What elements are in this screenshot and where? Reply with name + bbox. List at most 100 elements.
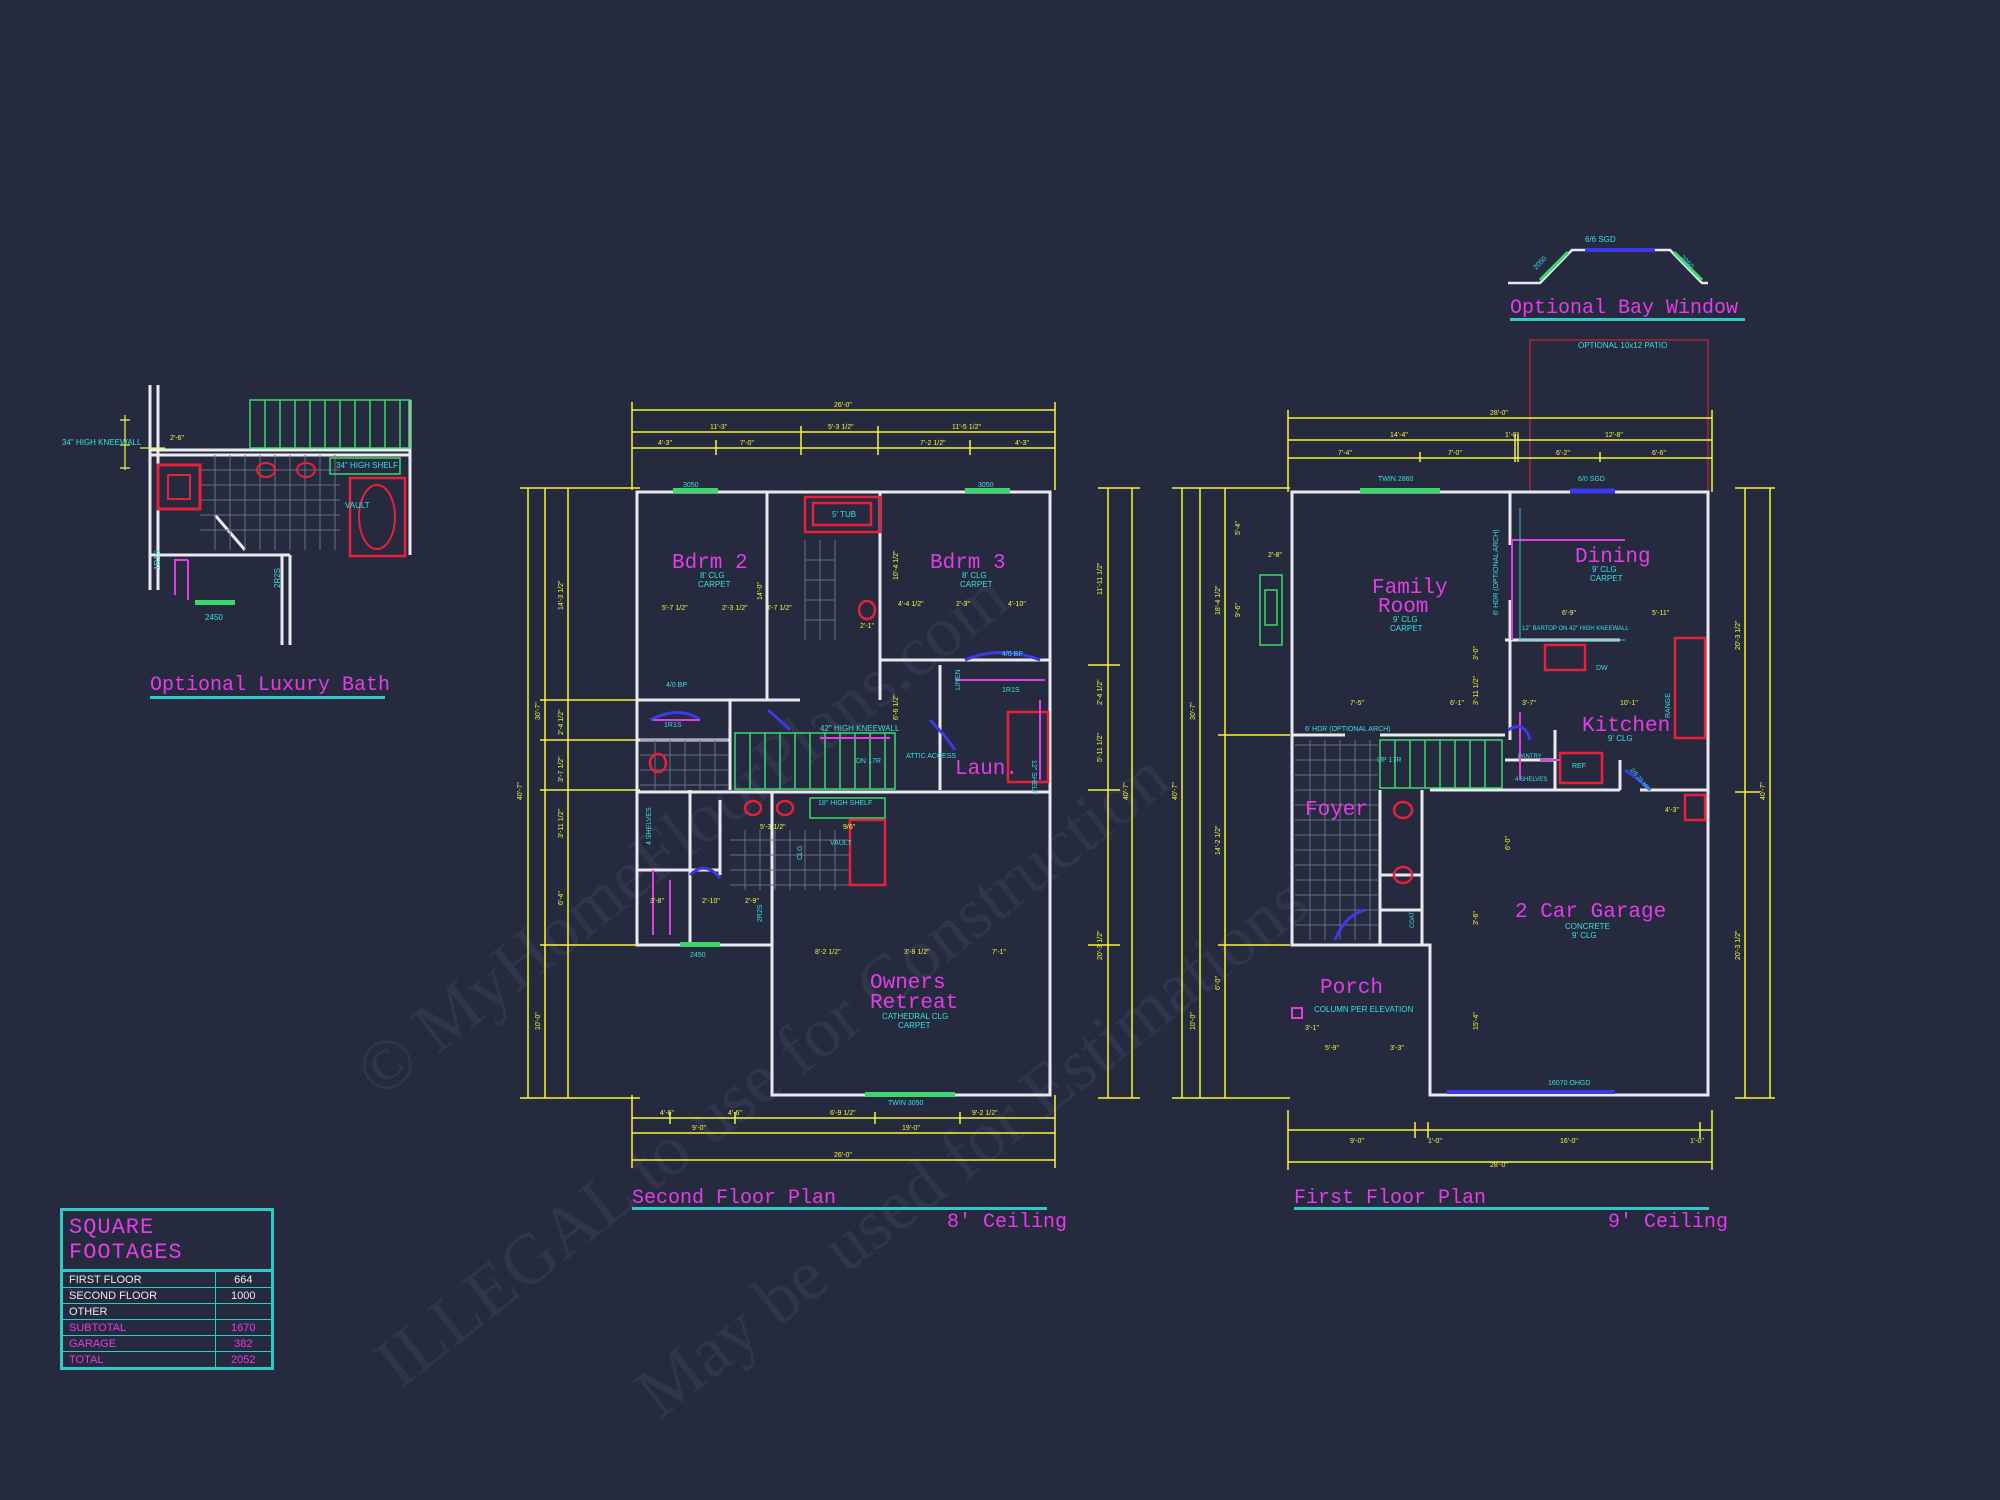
ff-dim-bot-2: 1'-0"	[1428, 1138, 1442, 1145]
optional-luxury-bath-detail: 34" HIGH KNEEWALL 34" HIGH SHELF VAULT 1…	[62, 385, 412, 699]
sf-dim-inner-10: 5'-3 1/2"	[760, 824, 786, 831]
row-label: SECOND FLOOR	[63, 1287, 216, 1304]
ff-dim-inner-11: 4'-3"	[1665, 807, 1679, 814]
room-label-family-line-2: Room	[1378, 596, 1428, 619]
bdrm-2-floor: CARPET	[698, 580, 731, 589]
ff-dim-top-1: 14'-4"	[1390, 432, 1408, 439]
garage-ceiling: 9' CLG	[1572, 931, 1597, 940]
ff-note-pantry: PANTRY	[1518, 754, 1542, 760]
optional-bay-window-detail: 6/6 SGD 2050 2050 Optional Bay Window OP…	[1508, 235, 1745, 493]
second-floor-plan: Bdrm 2 8' CLG CARPET Bdrm 3 8' CLG CARPE…	[517, 402, 1140, 1234]
ff-dim-left-5: 6'-0"	[1215, 976, 1222, 990]
bdrm-3-floor: CARPET	[960, 580, 993, 589]
sf-note-3050-b: 3050	[978, 482, 994, 489]
sf-note-1r1s-2: 1R1S	[1002, 687, 1020, 694]
sf-note-linen: LINEN	[955, 669, 962, 690]
first-floor-plan: Family Room 9' CLG CARPET Dining 9' CLG …	[1172, 410, 1775, 1234]
sf-note-twin: TWIN 3050	[888, 1100, 924, 1107]
ff-dim-top-3: 12'-8"	[1605, 432, 1623, 439]
ff-dim-top-6: 6'-2"	[1556, 450, 1570, 457]
sf-note-vault: VAULT	[830, 840, 852, 847]
ff-note-shelves: 4 SHELVES	[1515, 777, 1547, 783]
ff-dim-bot-1: 9'-0"	[1350, 1138, 1364, 1145]
ff-dim-inner-5: 10'-1"	[1620, 700, 1638, 707]
ff-dim-inner-6: 6'-9"	[1562, 610, 1576, 617]
optional-bay-window-title: Optional Bay Window	[1510, 297, 1738, 320]
row-value: 382	[215, 1335, 271, 1352]
bath-dim: 2'-6"	[170, 435, 184, 442]
ff-dim-left-7: 5'-4"	[1235, 521, 1242, 535]
sf-dim-left-2: 30'-7"	[535, 702, 542, 720]
table-row: SUBTOTAL 1670	[63, 1319, 271, 1336]
sf-note-2450: 2450	[690, 952, 706, 959]
second-floor-ceiling: 8' Ceiling	[947, 1211, 1067, 1234]
ff-dim-right-2: 20'-3 1/2"	[1735, 930, 1742, 960]
first-floor-title: First Floor Plan	[1294, 1187, 1486, 1210]
sf-dim-right-4: 20'-3 1/2"	[1097, 930, 1104, 960]
sf-dim-inner-5: 2'-3"	[956, 601, 970, 608]
sf-note-dn: DN 17R	[856, 758, 881, 765]
table-row: GARAGE 382	[63, 1335, 271, 1352]
bath-kneewall-note: 34" HIGH KNEEWALL	[62, 438, 142, 447]
sf-dim-right-3: 5'-11 1/2"	[1097, 732, 1104, 762]
row-label: SUBTOTAL	[63, 1319, 216, 1336]
ff-dim-inner-14: 15'-4"	[1473, 1012, 1480, 1030]
room-label-bdrm-3: Bdrm 3	[930, 552, 1006, 575]
sf-dim-inner-1: 5'-7 1/2"	[662, 605, 688, 612]
sf-dim-left-4: 2'-4 1/2"	[558, 709, 565, 735]
sf-dim-top-5: 7'-0"	[740, 440, 754, 447]
row-value: 2052	[215, 1351, 271, 1367]
sf-dim-left-overall: 40'-7"	[517, 782, 524, 800]
row-value: 664	[215, 1271, 271, 1288]
first-floor-ceiling: 9' Ceiling	[1608, 1211, 1728, 1234]
ff-dim-inner-4: 3'-7"	[1522, 700, 1536, 707]
sf-note-3050-a: 3050	[683, 482, 699, 489]
sf-note-2-1: 2'-1"	[860, 623, 874, 630]
sf-dim-inner-3: 3'-7 1/2"	[766, 605, 792, 612]
ff-note-hdr-1: 6' HDR (OPTIONAL ARCH)	[1305, 726, 1390, 733]
ff-dim-top-4: 7'-4"	[1338, 450, 1352, 457]
sf-dim-bot-2: 4'-6"	[728, 1110, 742, 1117]
sf-dim-bot-overall: 26'-0"	[834, 1152, 852, 1159]
kitchen-ceiling: 9' CLG	[1608, 734, 1633, 743]
ff-dim-inner-15: 3'-11 1/2"	[1473, 675, 1480, 705]
bath-shelf-note: 34" HIGH SHELF	[336, 461, 398, 470]
sf-dim-inner-9: 7'-1"	[992, 949, 1006, 956]
bath-vault-note: VAULT	[345, 501, 370, 510]
ff-dim-right-1: 20'-3 1/2"	[1735, 620, 1742, 650]
ff-note-sgd: 6/0 SGD	[1578, 476, 1605, 483]
second-floor-title: Second Floor Plan	[632, 1187, 836, 1210]
sf-dim-left-6: 3'-11 1/2"	[558, 808, 565, 838]
sf-dim-top-4: 4'-3"	[658, 440, 672, 447]
sf-dim-inner-2: 2'-3 1/2"	[722, 605, 748, 612]
ff-note-range: RANGE	[1665, 693, 1672, 718]
sf-dim-inner-7: 8'-2 1/2"	[815, 949, 841, 956]
ff-dim-bot-overall: 28'-0"	[1490, 1162, 1508, 1169]
sf-dim-bot-3: 6'-9 1/2"	[830, 1110, 856, 1117]
sf-note-1r1s-1: 1R1S	[664, 722, 682, 729]
sf-note-shelf: 18" HIGH SHELF	[818, 800, 872, 807]
ff-note-ref: REF	[1572, 763, 1586, 770]
row-value	[215, 1303, 271, 1320]
ff-note-dw: DW	[1596, 665, 1608, 672]
porch-note: COLUMN PER ELEVATION	[1314, 1005, 1414, 1014]
ff-dim-inner-3: 6'-1"	[1450, 700, 1464, 707]
room-label-garage: 2 Car Garage	[1515, 901, 1666, 924]
row-label: GARAGE	[63, 1335, 216, 1352]
ff-note-coat: COAT	[1410, 911, 1416, 928]
ff-note-twin: TWIN 2860	[1378, 476, 1414, 483]
room-label-bdrm-2: Bdrm 2	[672, 552, 748, 575]
room-label-family-line-1: Family	[1372, 577, 1448, 600]
dining-floor: CARPET	[1590, 574, 1623, 583]
room-label-owners-line-1: Owners	[870, 972, 946, 995]
table-row: SECOND FLOOR 1000	[63, 1287, 271, 1304]
sf-dim-inner-8: 3'-8 1/2"	[904, 949, 930, 956]
ff-dim-inner-16: 3'-0"	[1473, 646, 1480, 660]
sf-dim-top-7: 4'-3"	[1015, 440, 1029, 447]
sf-dim-top-2: 5'-3 1/2"	[828, 424, 854, 431]
bath-closet-note: 1R1S	[153, 550, 162, 570]
room-label-owners-line-2: Retreat	[870, 992, 958, 1015]
garage-floor: CONCRETE	[1565, 922, 1610, 931]
sf-dim-right-overall: 40'-7"	[1123, 782, 1130, 800]
